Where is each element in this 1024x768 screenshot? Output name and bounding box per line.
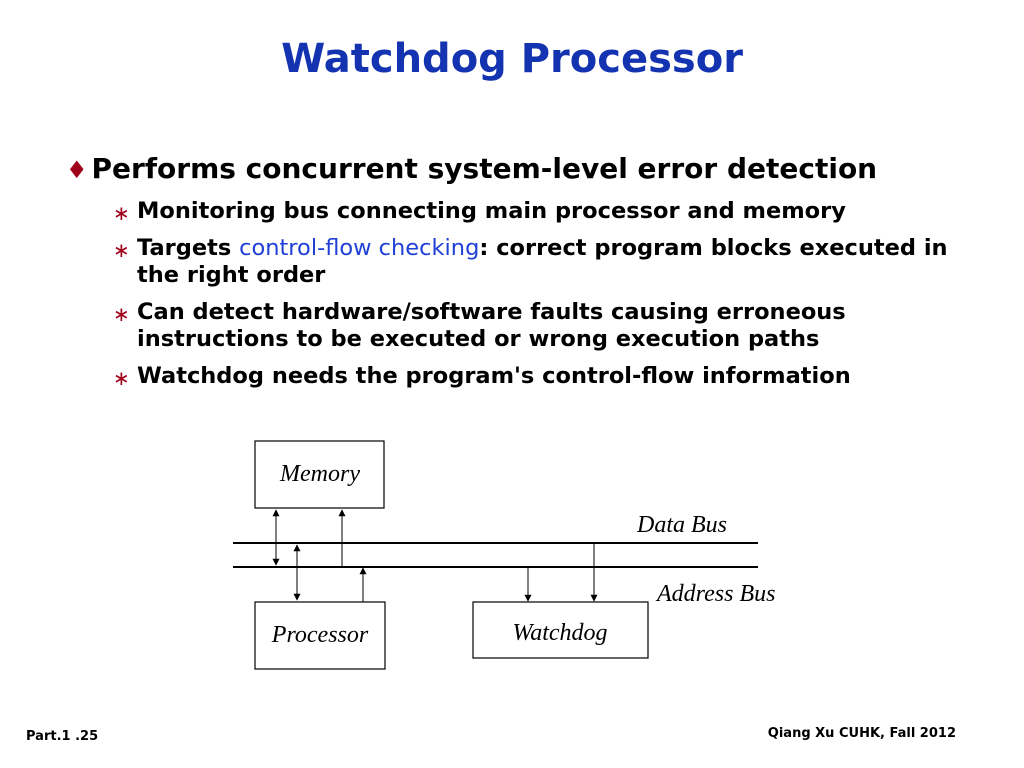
data-bus-label: Data Bus (636, 512, 727, 538)
sub-bullet-text: Monitoring bus connecting main processor… (137, 198, 846, 224)
sub-bullet-control-flow-info: ∗ Watchdog needs the program's control-f… (113, 363, 973, 390)
sub-bullet-text: Watchdog needs the program's control-flo… (137, 363, 851, 389)
footer-credit: Qiang Xu CUHK, Fall 2012 (767, 726, 956, 741)
asterisk-bullet-icon: ∗ (113, 201, 130, 225)
asterisk-bullet-icon: ∗ (113, 366, 130, 390)
main-bullet-text: Performs concurrent system-level error d… (91, 152, 878, 185)
address-bus-label: Address Bus (655, 581, 775, 607)
sub-bullet-text-pre: Targets (137, 235, 240, 261)
footer-page-number: Part.1 .25 (26, 729, 99, 744)
sub-bullet-targets: ∗ Targets control-flow checking: correct… (113, 235, 973, 289)
sub-bullet-monitoring: ∗ Monitoring bus connecting main process… (113, 198, 973, 225)
watchdog-label: Watchdog (512, 620, 607, 646)
main-bullet: ♦Performs concurrent system-level error … (66, 152, 966, 185)
slide-title: Watchdog Processor (281, 36, 743, 82)
watchdog-box (472, 601, 649, 659)
diamond-bullet-icon: ♦ (66, 156, 88, 184)
sub-bullet-text-post: : correct program blocks executed in the… (137, 235, 948, 288)
sub-bullet-text: Can detect hardware/software faults caus… (137, 299, 846, 352)
asterisk-bullet-icon: ∗ (113, 238, 130, 262)
asterisk-bullet-icon: ∗ (113, 302, 130, 326)
sub-bullet-detect-faults: ∗ Can detect hardware/software faults ca… (113, 299, 973, 353)
processor-box (254, 601, 386, 670)
sub-bullet-list: ∗ Monitoring bus connecting main process… (113, 198, 973, 400)
processor-label: Processor (271, 622, 369, 648)
memory-box (254, 440, 385, 509)
memory-label: Memory (279, 461, 360, 487)
highlight-control-flow-checking: control-flow checking (239, 235, 480, 261)
